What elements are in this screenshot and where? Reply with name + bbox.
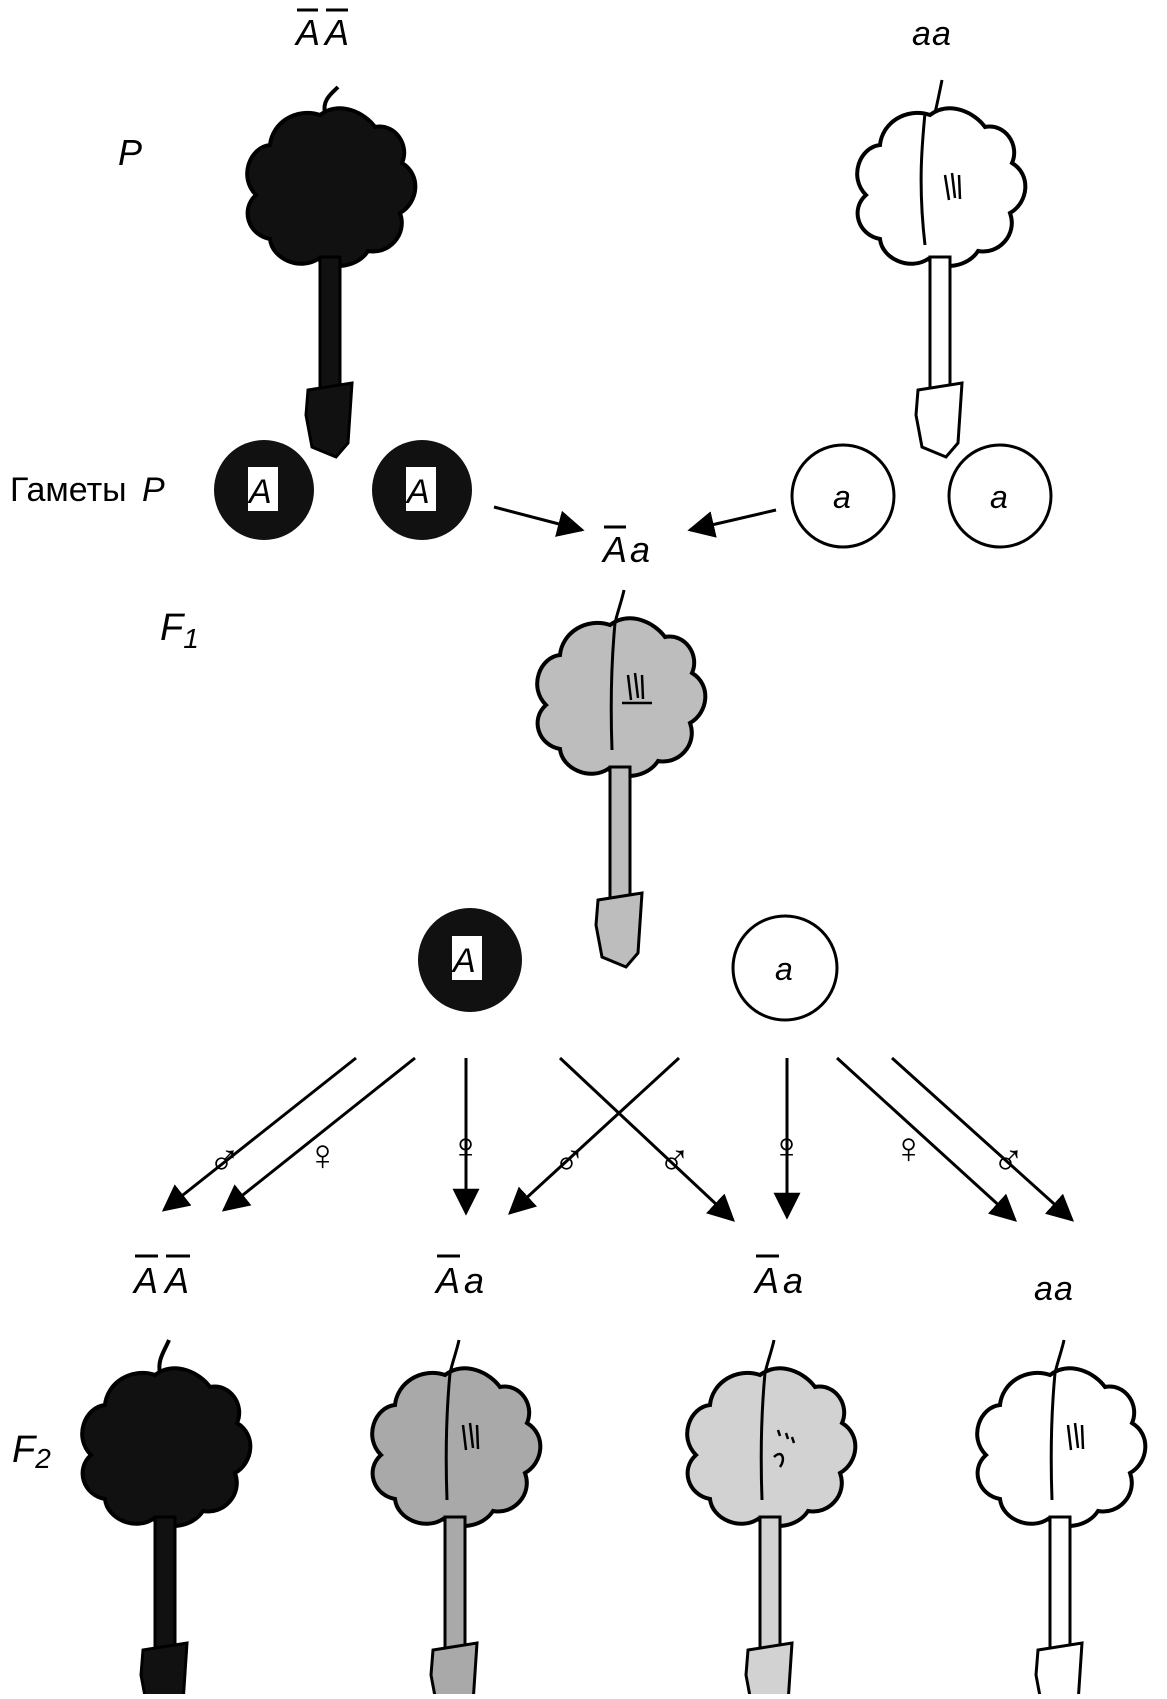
f1-letter: F (160, 607, 185, 649)
male-symbol-3: ♂ (658, 1136, 691, 1185)
female-symbol-3: ♀ (770, 1124, 803, 1173)
allele-2: a (464, 1260, 484, 1301)
sex-symbols: ♂ ♀ ♀ ♂ ♂ ♀ ♀ ♂ (208, 1124, 1025, 1185)
f2-subscript: 2 (34, 1443, 51, 1474)
generation-label-f1: F1 (160, 607, 199, 654)
generation-label-f2: F2 (12, 1429, 51, 1474)
gamete-allele: a (990, 479, 1008, 515)
parent-flower-white (855, 79, 1028, 460)
f1-flower-gray (535, 589, 708, 969)
arrow-to-f1-right (687, 508, 777, 538)
f1-gamete-dominant: A (418, 908, 522, 1012)
gamete-allele: a (833, 479, 851, 515)
arrow-to-f1-left (493, 505, 585, 537)
male-symbol-2: ♂ (553, 1136, 586, 1185)
line-a-male-1 (161, 1056, 357, 1212)
allele-2: A (323, 12, 349, 53)
f2-letter: F (12, 1429, 37, 1471)
f2-flower-white (975, 1339, 1148, 1699)
cross-lines (161, 1056, 1075, 1222)
f2-genotype-2: A a (434, 1254, 484, 1301)
f2-flower-light-gray (685, 1339, 858, 1699)
allele-1: A (753, 1260, 779, 1301)
generation-label-p: P (118, 132, 142, 173)
gamete-recessive-2: a (947, 443, 1053, 549)
allele-1: a (912, 15, 931, 53)
line-a-male-2 (558, 1056, 735, 1222)
male-symbol-1: ♂ (208, 1136, 241, 1185)
allele-1: A (294, 12, 320, 53)
line-a-female-1 (221, 1056, 416, 1212)
gamete-allele: A (451, 942, 476, 980)
allele-1: A (132, 1260, 158, 1301)
gamete-recessive-1: a (790, 443, 896, 549)
female-symbol-4: ♀ (892, 1124, 925, 1173)
gamete-allele: A (247, 473, 272, 511)
gamete-dominant-1: A (214, 440, 314, 540)
line-r-female-2 (835, 1056, 1017, 1222)
parent-right-genotype: a a (912, 15, 951, 53)
allele-2: A (163, 1260, 189, 1301)
allele-1: A (601, 529, 627, 570)
line-r-male-1 (508, 1056, 681, 1215)
female-symbol-1: ♀ (306, 1131, 339, 1180)
line-r-male-2 (890, 1056, 1075, 1222)
f2-flower-dark-gray (370, 1339, 543, 1699)
gamete-allele: A (405, 473, 430, 511)
f2-flower-black (80, 1339, 253, 1699)
gametes-label-text: Гаметы (10, 471, 127, 509)
allele-1: a (1034, 1270, 1053, 1308)
allele-2: a (783, 1260, 803, 1301)
female-symbol-2: ♀ (449, 1124, 482, 1173)
gamete-allele: a (775, 951, 793, 987)
parent-left-genotype: A A (294, 8, 349, 53)
allele-2: a (630, 529, 650, 570)
allele-1: A (434, 1260, 460, 1301)
male-symbol-4: ♂ (992, 1136, 1025, 1185)
f2-genotype-1: A A (132, 1254, 190, 1301)
allele-2: a (1054, 1270, 1073, 1308)
f2-genotype-3: A a (753, 1254, 803, 1301)
parent-flower-black (245, 85, 418, 460)
allele-2: a (932, 15, 951, 53)
gametes-label: Гаметы P (10, 471, 165, 509)
gamete-dominant-2: A (372, 440, 472, 540)
f2-genotype-4: a a (1034, 1270, 1073, 1308)
f1-gamete-recessive: a (731, 914, 839, 1022)
f1-subscript: 1 (183, 623, 199, 654)
f1-genotype: A a (601, 525, 650, 570)
gametes-label-p: P (142, 471, 165, 509)
